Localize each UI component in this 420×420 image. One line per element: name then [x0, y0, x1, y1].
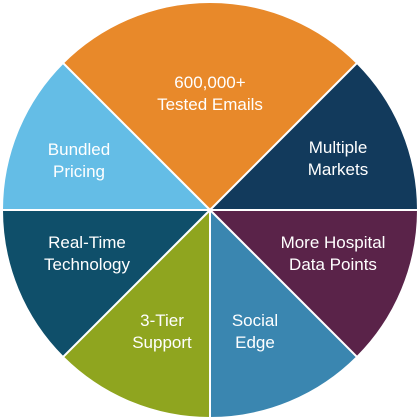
segment-label-line: Multiple [309, 138, 368, 157]
segment-label-line: 3-Tier [140, 311, 184, 330]
segment-label-line: Edge [235, 333, 275, 352]
segment-real-time-technology [0, 209, 213, 359]
segment-multiple-markets [207, 61, 420, 211]
segment-label-line: Tested Emails [157, 95, 263, 114]
segment-label-line: Pricing [53, 162, 105, 181]
segment-label-line: Data Points [289, 255, 377, 274]
segment-bundled-pricing [0, 61, 213, 211]
segment-label-line: Real-Time [48, 233, 126, 252]
segment-label-line: Markets [308, 160, 368, 179]
segment-3-tier-support [61, 207, 211, 420]
segment-tested-emails [61, 0, 359, 212]
segment-label-line: Support [132, 333, 192, 352]
segment-social-edge [209, 207, 359, 420]
segment-more-hospital-data-points [207, 209, 420, 359]
segment-label-tested-emails: 600,000+ Tested Emails [157, 73, 263, 114]
segment-label-line: More Hospital [281, 233, 386, 252]
segment-label-line: Technology [44, 255, 131, 274]
segment-label-line: 600,000+ [174, 73, 245, 92]
segment-label-line: Social [232, 311, 278, 330]
segment-label-line: Bundled [48, 140, 110, 159]
